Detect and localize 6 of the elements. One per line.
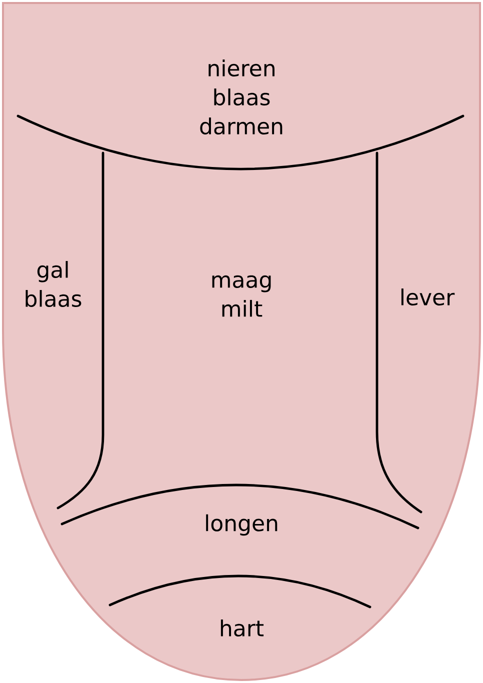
zone-label: nieren blaas darmen	[200, 60, 282, 135]
zone-label: hart	[220, 620, 264, 637]
zone-label: gal blaas	[26, 261, 82, 308]
zone-label: longen	[206, 514, 278, 536]
zone-label: lever	[401, 288, 455, 306]
zone-label: maag milt	[212, 275, 271, 317]
